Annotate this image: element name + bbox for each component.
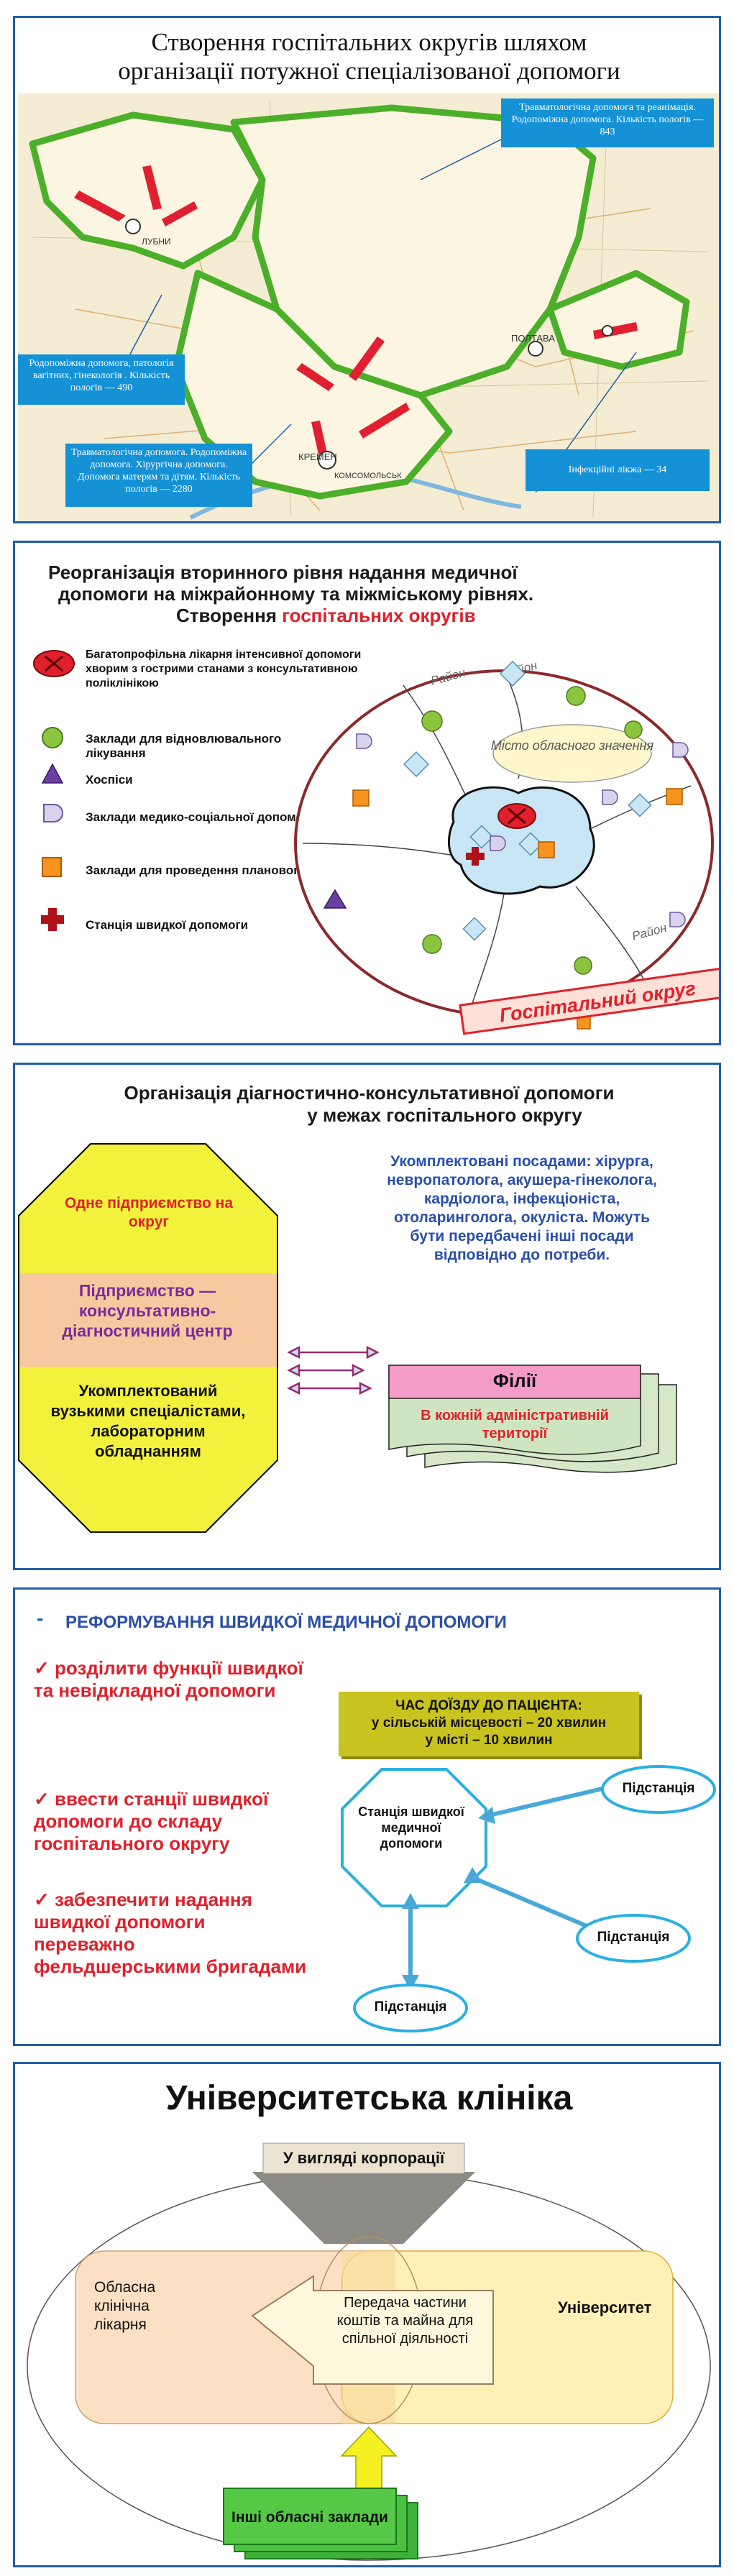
checkmark-icon: ✓	[34, 1657, 55, 1679]
planned-treatment-icon	[42, 857, 62, 877]
check-item-3: ✓ забезпечити надання швидкої допомоги п…	[34, 1889, 307, 1977]
substation-label-3: Підстанція	[374, 1999, 447, 2014]
legend-rehab: Заклади для відновлювального лікування	[86, 732, 282, 760]
oct-top-text: Одне підприємство на округ	[64, 1195, 234, 1230]
info-box-trauma-maternity-843: Травматологічна допомога та реанімація. …	[501, 98, 714, 147]
intensive-hospital-icon	[33, 650, 75, 677]
info-box-maternity-490: Родопоміжна допомога, патологія вагітних…	[18, 354, 185, 405]
panel4-title-dash: -	[37, 1607, 44, 1629]
hospital-district-diagram: Місто обласного значення Район Район Рай…	[294, 659, 719, 1035]
checkmark-icon: ✓	[34, 1889, 55, 1910]
arrival-time-box: ЧАС ДОЇЗДУ ДО ПАЦІЄНТА: у сільській місц…	[339, 1692, 639, 1756]
checkmark-icon: ✓	[34, 1788, 55, 1810]
legend-ambulance-station: Станція швидкої допомоги	[86, 918, 249, 932]
panel-diagnostic-consultative-care: Організація діагностично-консультативної…	[13, 1063, 721, 1570]
station-label: Станція швидкої медичної допомоги	[358, 1805, 464, 1851]
svg-text:Місто обласного значення: Місто обласного значення	[491, 738, 654, 753]
university-clinic-diagram	[27, 2142, 711, 2561]
map-label-komsomolsk: КОМСОМОЛЬСЬК	[334, 472, 402, 480]
staffing-text: Укомплектовані посадами: хірурга, невроп…	[387, 1153, 657, 1263]
panel3-title: Організація діагностично-консультативної…	[124, 1082, 615, 1126]
info-box-trauma-maternity-2280: Травматологічна допомога. Родопоміжна до…	[65, 444, 252, 507]
legend-hospice: Хоспіси	[86, 773, 133, 787]
panel3-diagram	[18, 1143, 677, 1533]
map-label-poltava: ПОЛТАВА	[511, 333, 555, 344]
ambulance-network-diagram	[341, 1765, 716, 2032]
panel5-title: Університетська клініка	[165, 2079, 573, 2117]
university-label: Університет	[558, 2298, 652, 2316]
oct-bottom-text: Укомплектований вузькими спеціалістами, …	[50, 1382, 246, 1460]
branch-title: Філії	[492, 1370, 537, 1391]
substation-label-2: Підстанція	[597, 1930, 670, 1945]
panel2-title: Реорганізація вторинного рівня надання м…	[48, 562, 534, 626]
panel-ambulance-reform: - РЕФОРМУВАННЯ ШВИДКОЇ МЕДИЧНОЇ ДОПОМОГИ…	[13, 1587, 721, 2046]
map-label-lubny: ЛУБНИ	[142, 237, 171, 247]
ambulance-station-icon	[41, 908, 64, 931]
legend-social-care: Заклади медико-соціальної допомоги	[86, 810, 316, 824]
check-item-1: ✓ розділити функції швидкої та невідклад…	[34, 1657, 303, 1701]
hospice-icon	[41, 763, 64, 784]
panel4-title: РЕФОРМУВАННЯ ШВИДКОЇ МЕДИЧНОЇ ДОПОМОГИ	[65, 1613, 507, 1632]
legend-icons	[33, 650, 75, 931]
panel-university-clinic: Університетська клініка У вигляді корпор…	[13, 2062, 721, 2567]
map-label-kremenchuk: КРЕМЕН	[298, 452, 337, 462]
oct-mid-text: Підприємство — консультативно-діагностич…	[62, 1281, 233, 1340]
city-label: Місто обласного значення	[491, 738, 654, 753]
panel1-title: Створення госпітальних округів шляхом ор…	[118, 28, 620, 85]
other-institutions-label: Інші обласні заклади	[231, 2509, 388, 2526]
info-box-infectious-34: Інфекційні лікжа — 34	[526, 449, 710, 491]
panel-hospital-districts-map: Створення госпітальних округів шляхом ор…	[13, 16, 721, 523]
check-item-2: ✓ ввести станції швидкої допомоги до скл…	[34, 1788, 269, 1854]
regional-hospital-label: Обласна клінічна лікарня	[94, 2279, 156, 2333]
legend-intensive-hospital: Багатопрофільна лікарня інтенсивної допо…	[86, 648, 362, 689]
branch-text: В кожній адміністративній території	[421, 1408, 609, 1441]
transfer-label: Передача частини коштів та майна для спі…	[336, 2295, 474, 2347]
corporation-label: У вигляді корпорації	[283, 2149, 445, 2167]
substation-label-1: Підстанція	[622, 1781, 695, 1796]
rehab-facility-icon	[42, 727, 63, 748]
social-care-icon	[43, 804, 63, 822]
panel-secondary-care-reorganization: Реорганізація вторинного рівня надання м…	[13, 541, 721, 1045]
